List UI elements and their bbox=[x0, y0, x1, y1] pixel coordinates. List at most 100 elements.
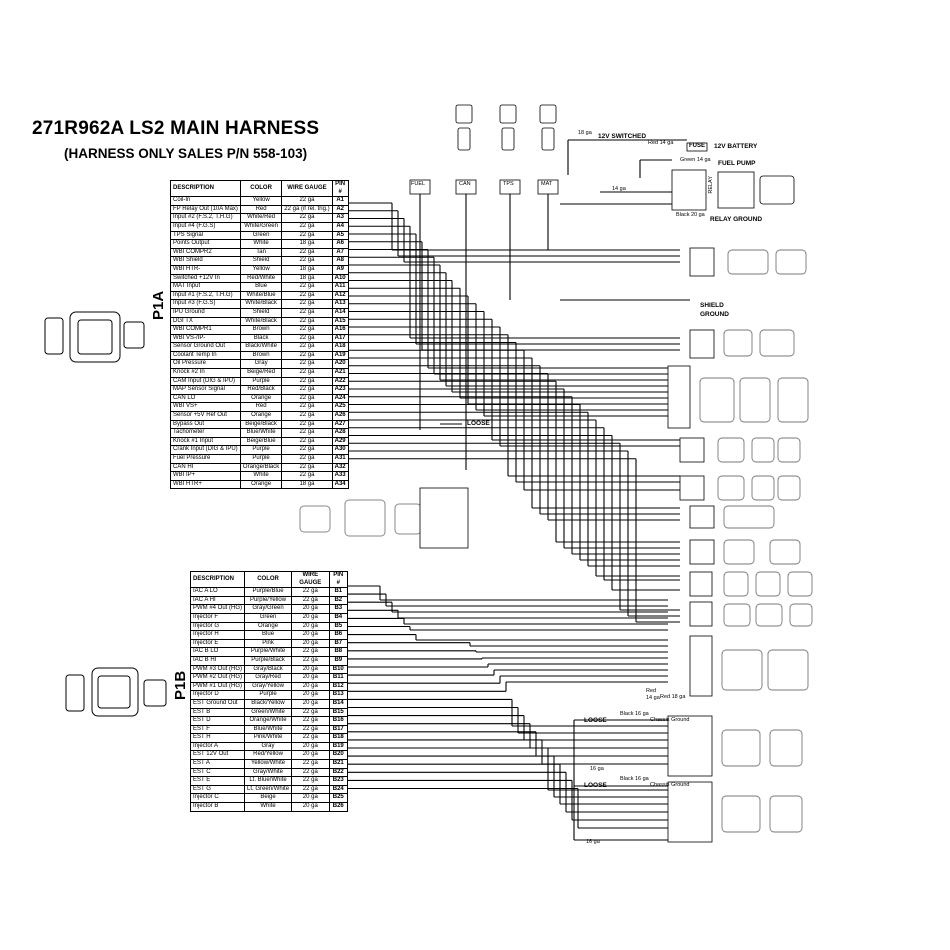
pin-wire-gauge: 18 ga bbox=[281, 479, 333, 490]
label-can-connector: CAN bbox=[459, 181, 471, 187]
pin-description: EST D bbox=[189, 716, 246, 726]
pin-wire-gauge: 22 ga bbox=[281, 368, 333, 378]
p1a-pinout-table: DESCRIPTION COLOR WIRE GAUGE PIN # Coil-… bbox=[170, 179, 349, 490]
pin-description: IAC A HI bbox=[189, 595, 246, 606]
pin-description: WBI COMPR2 bbox=[170, 247, 241, 258]
pin-number: B9 bbox=[328, 655, 349, 666]
pin-color: Purple/White bbox=[244, 647, 293, 657]
pin-wire-gauge: 18 ga bbox=[281, 264, 333, 275]
pin-number: A26 bbox=[331, 411, 349, 421]
pin-description: EST H bbox=[189, 733, 246, 743]
pin-description: EST C bbox=[189, 767, 246, 778]
pin-description: IPU Ground bbox=[170, 307, 241, 318]
pin-wire-gauge: 22 ga bbox=[291, 647, 330, 657]
pin-description: WBI Shield bbox=[170, 256, 241, 266]
pin-number: A10 bbox=[331, 273, 349, 284]
pin-color: Red bbox=[239, 402, 283, 413]
pin-number: B21 bbox=[328, 759, 349, 769]
pin-wire-gauge: 20 ga bbox=[291, 681, 330, 692]
pin-number: A22 bbox=[331, 376, 349, 387]
pin-wire-gauge: 20 ga bbox=[291, 802, 330, 812]
pin-wire-gauge: 20 ga bbox=[291, 793, 330, 804]
pin-wire-gauge: 20 ga bbox=[291, 638, 330, 649]
pin-number: B3 bbox=[328, 604, 349, 614]
label-14ga-b: 14 ga bbox=[646, 695, 660, 701]
pin-description: Coolant Temp In bbox=[170, 350, 241, 361]
pin-number: B26 bbox=[328, 802, 349, 812]
pin-color: Purple/Yellow bbox=[244, 595, 293, 606]
pin-description: WBI IP+ bbox=[170, 471, 241, 481]
pin-color: Gray/Red bbox=[244, 673, 293, 683]
pin-color: Green bbox=[244, 612, 293, 623]
label-black-16ga-a: Black 16 ga bbox=[620, 711, 649, 717]
pin-color: Lt. Blue/White bbox=[244, 776, 293, 786]
pin-number: A7 bbox=[331, 247, 349, 258]
pin-wire-gauge: 22 ga bbox=[281, 282, 333, 292]
pin-description: Knock #1 Input bbox=[170, 436, 241, 447]
pin-color: Orange/Black bbox=[239, 462, 283, 473]
pin-wire-gauge: 20 ga bbox=[291, 698, 330, 709]
pin-color: Shield bbox=[239, 307, 283, 318]
pin-wire-gauge: 22 ga bbox=[281, 376, 333, 387]
pin-description: Oil Pressure bbox=[170, 359, 241, 370]
pin-wire-gauge: 20 ga bbox=[291, 690, 330, 700]
pin-number: B11 bbox=[328, 673, 349, 683]
header-color: COLOR bbox=[239, 179, 283, 198]
pin-description: EST E bbox=[189, 776, 246, 786]
pin-color: Shield bbox=[239, 256, 283, 266]
pin-number: A3 bbox=[331, 213, 349, 223]
pin-number: A14 bbox=[331, 307, 349, 318]
pin-wire-gauge: 22 ga bbox=[281, 290, 333, 301]
pin-description: EST Ground Out bbox=[189, 698, 246, 709]
pin-color: Blue bbox=[239, 282, 283, 292]
label-black-16ga-b: Black 16 ga bbox=[620, 776, 649, 782]
pin-color: Beige bbox=[244, 793, 293, 804]
pin-wire-gauge: 22 ga bbox=[281, 221, 333, 232]
pin-number: A23 bbox=[331, 385, 349, 395]
pin-number: B7 bbox=[328, 638, 349, 649]
label-loose-2: LOOSE bbox=[584, 717, 607, 724]
pin-wire-gauge: 20 ga bbox=[291, 673, 330, 683]
label-16ga-b: 16 ga bbox=[586, 839, 600, 845]
pin-color: Brown bbox=[239, 350, 283, 361]
pin-description: WBI HTR- bbox=[170, 264, 241, 275]
pin-number: A5 bbox=[331, 230, 349, 241]
pin-color: Orange bbox=[239, 393, 283, 404]
pin-number: B22 bbox=[328, 767, 349, 778]
pin-wire-gauge: 20 ga bbox=[291, 612, 330, 623]
p1a-connector-label: P1A bbox=[150, 290, 167, 320]
p1a-connector-drawing bbox=[44, 311, 145, 363]
label-red: Red bbox=[646, 688, 657, 694]
diagram-title: 271R962A LS2 MAIN HARNESS bbox=[32, 118, 320, 139]
label-chassis-ground-a: Chassis Ground bbox=[650, 717, 690, 723]
label-relay: RELAY bbox=[708, 176, 714, 194]
label-chassis-ground-b: Chassis Ground bbox=[650, 782, 690, 788]
pin-color: Purple/Blue bbox=[244, 587, 293, 597]
pin-color: Purple/Black bbox=[244, 655, 293, 666]
label-red-18ga: Red 18 ga bbox=[660, 694, 686, 700]
pin-wire-gauge: 22 ga bbox=[281, 359, 333, 370]
pin-description: Injector D bbox=[189, 690, 246, 700]
pin-description: Input #3 (F.G.S) bbox=[170, 299, 241, 309]
pin-wire-gauge: 22 ga bbox=[291, 759, 330, 769]
pin-color: Orange bbox=[239, 479, 283, 490]
pin-number: A21 bbox=[331, 368, 349, 378]
pin-wire-gauge: 22 ga bbox=[281, 342, 333, 352]
pin-color: Red/Yellow bbox=[244, 750, 293, 761]
pin-wire-gauge: 22 ga bbox=[281, 256, 333, 266]
